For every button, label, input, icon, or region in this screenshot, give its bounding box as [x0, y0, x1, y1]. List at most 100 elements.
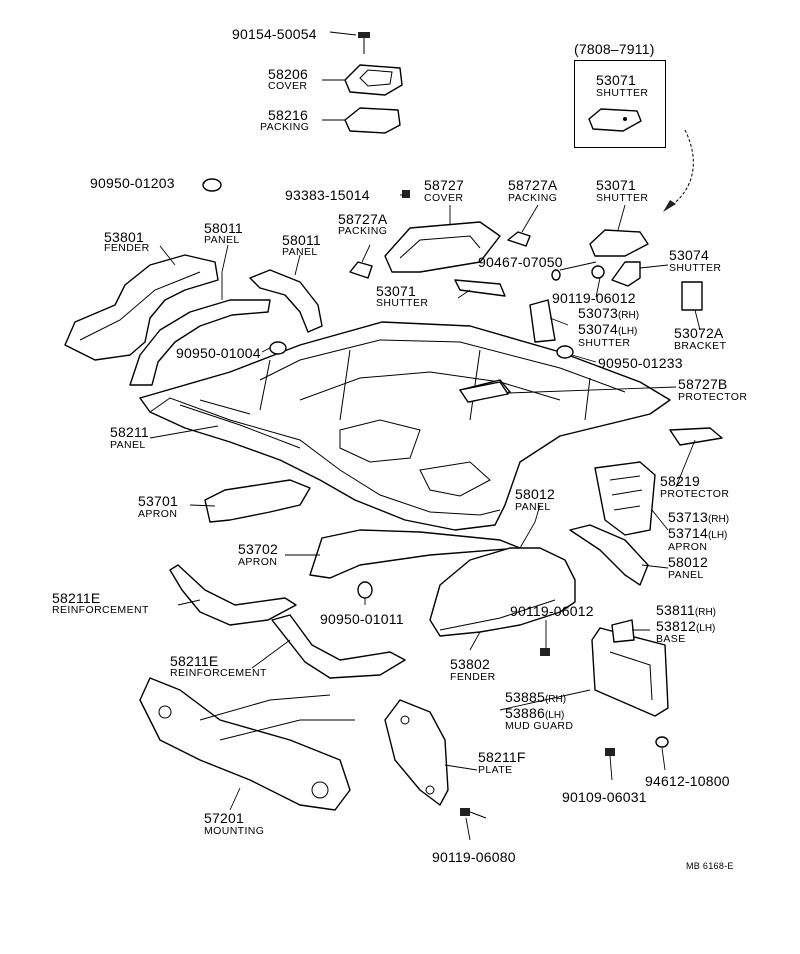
- packing-58727a-b-number: 58727A: [508, 177, 558, 193]
- reinforcement-58211e-a: [169, 564, 297, 626]
- apron-53714-suffix: (LH): [707, 530, 728, 541]
- shutter-53071-b-name: SHUTTER: [596, 192, 649, 204]
- packing-58727a-a-number: 58727A: [338, 211, 388, 227]
- protector-58219-name: PROTECTOR: [660, 488, 730, 500]
- mudguard-53885-rh: 53885(RH): [505, 690, 566, 706]
- apron-53714-number: 53714: [668, 525, 708, 541]
- packing-58216-name: PACKING: [260, 121, 310, 133]
- base-53811-suffix: (RH): [694, 607, 717, 618]
- apron-53713-14-name: APRON: [668, 541, 708, 553]
- apron-53701: [204, 479, 311, 523]
- plate-58211f-number: 58211F: [478, 749, 526, 765]
- bolt-top-number: 90154-50054: [232, 26, 317, 42]
- fender-53801-number: 53801: [104, 229, 144, 245]
- panel-58012-a-name: PANEL: [515, 501, 551, 513]
- bolt-06031-number: 90109-06031: [562, 789, 647, 805]
- bolt-93383-number: 93383-15014: [285, 187, 370, 203]
- reinforcement-58211e-b-number: 58211E: [170, 653, 219, 669]
- figure-code: MB 6168-E: [686, 861, 734, 871]
- mudguard-53885-number: 53885: [505, 689, 545, 705]
- panel-58012-a-number: 58012: [515, 486, 555, 502]
- grommet-01004-number: 90950-01004: [176, 345, 261, 361]
- base-53811-rh: 53811(RH): [656, 603, 716, 619]
- protector-58727b-name: PROTECTOR: [678, 391, 748, 403]
- protector-58219-number: 58219: [660, 473, 700, 489]
- panel-58012-b-number: 58012: [668, 554, 708, 570]
- clip-07050-number: 90467-07050: [478, 254, 563, 270]
- mudguard-53886-number: 53886: [505, 705, 545, 721]
- shutter-53071-inset-number: 53071: [596, 72, 636, 88]
- panel-58012: [569, 524, 649, 586]
- shutter-53074-number: 53074: [669, 247, 709, 263]
- shutter-53074-lh-number: 53074: [578, 321, 618, 337]
- shutter-53071-c-number: 53071: [376, 283, 416, 299]
- protector-58219: [669, 427, 723, 446]
- reinforcement-58211e-a-number: 58211E: [52, 590, 101, 606]
- apron-53713-suffix: (RH): [707, 514, 730, 525]
- shutter-53071: [589, 229, 649, 257]
- grommet-01011-number: 90950-01011: [320, 611, 404, 627]
- shutter-53073-suffix: (RH): [617, 310, 640, 321]
- panel-58012-b-name: PANEL: [668, 569, 704, 581]
- shutter-53071-c-name: SHUTTER: [376, 297, 429, 309]
- shutter-53074-lh-suffix: (LH): [617, 326, 638, 337]
- mounting-57201: [139, 677, 351, 811]
- plate-58211f-name: PLATE: [478, 764, 513, 776]
- apron-53702-number: 53702: [238, 541, 278, 557]
- fender-53802-number: 53802: [450, 656, 490, 672]
- panel-58011-a: [129, 299, 271, 386]
- cover-58206: [344, 64, 403, 96]
- mudguard-name: MUD GUARD: [505, 720, 574, 732]
- apron-53701-number: 53701: [138, 493, 178, 509]
- fender-53802: [429, 547, 576, 637]
- grommet-01233-number: 90950-01233: [598, 355, 683, 371]
- apron-53702-name: APRON: [238, 556, 278, 568]
- fender-53801-name: FENDER: [104, 242, 150, 254]
- apron-53713-number: 53713: [668, 509, 708, 525]
- reinforcement-58211e-b-name: REINFORCEMENT: [170, 667, 267, 679]
- packing-58727a-b-name: PACKING: [508, 192, 558, 204]
- panel-58011-a-number: 58011: [204, 220, 243, 236]
- cover-58727-number: 58727: [424, 177, 464, 193]
- mudguard-53886-suffix: (LH): [544, 710, 565, 721]
- base-53812-number: 53812: [656, 618, 696, 634]
- mud-guard: [591, 627, 669, 717]
- reinforcement-58211e-a-name: REINFORCEMENT: [52, 604, 149, 616]
- shutter-53071-inset-name: SHUTTER: [596, 87, 649, 99]
- panel-58011-a-name: PANEL: [204, 234, 240, 246]
- reinforcement-58211e-b: [271, 614, 406, 679]
- bolt-06080-number: 90119-06080: [432, 849, 516, 865]
- base-53812-lh: 53812(LH): [656, 619, 715, 635]
- washer-10800-number: 94612-10800: [645, 773, 730, 789]
- base-53811-12-name: BASE: [656, 633, 686, 645]
- apron-53702: [309, 529, 521, 579]
- shutter-53074-lh: 53074(LH): [578, 322, 637, 338]
- panel-58011-b-name: PANEL: [282, 246, 318, 258]
- base-53812-suffix: (LH): [695, 623, 716, 634]
- panel-58011-b-number: 58011: [282, 232, 321, 248]
- inset-drawing: [588, 108, 642, 132]
- cover-58727-name: COVER: [424, 192, 464, 204]
- apron-53714-lh: 53714(LH): [668, 526, 727, 542]
- panel-58211-number: 58211: [110, 424, 149, 440]
- apron-53701-name: APRON: [138, 508, 178, 520]
- mounting-57201-name: MOUNTING: [204, 825, 265, 837]
- packing-58216: [344, 107, 401, 134]
- inset-range: (7808–7911): [574, 41, 655, 57]
- mudguard-53885-suffix: (RH): [544, 694, 567, 705]
- shutter-53074-name: SHUTTER: [669, 262, 722, 274]
- plate-58211f: [384, 699, 449, 806]
- panel-58011-b: [249, 269, 323, 333]
- packing-58727a-a-name: PACKING: [338, 225, 388, 237]
- inset-box: [574, 60, 666, 148]
- shutter-53073-number: 53073: [578, 305, 618, 321]
- base-53811-number: 53811: [656, 602, 695, 618]
- shutter-53073-74-name: SHUTTER: [578, 337, 631, 349]
- cover-58727: [384, 221, 501, 273]
- apron-53713-rh: 53713(RH): [668, 510, 729, 526]
- cover-58206-name: COVER: [268, 80, 308, 92]
- mounting-57201-number: 57201: [204, 810, 244, 826]
- shutter-53071-b-number: 53071: [596, 177, 636, 193]
